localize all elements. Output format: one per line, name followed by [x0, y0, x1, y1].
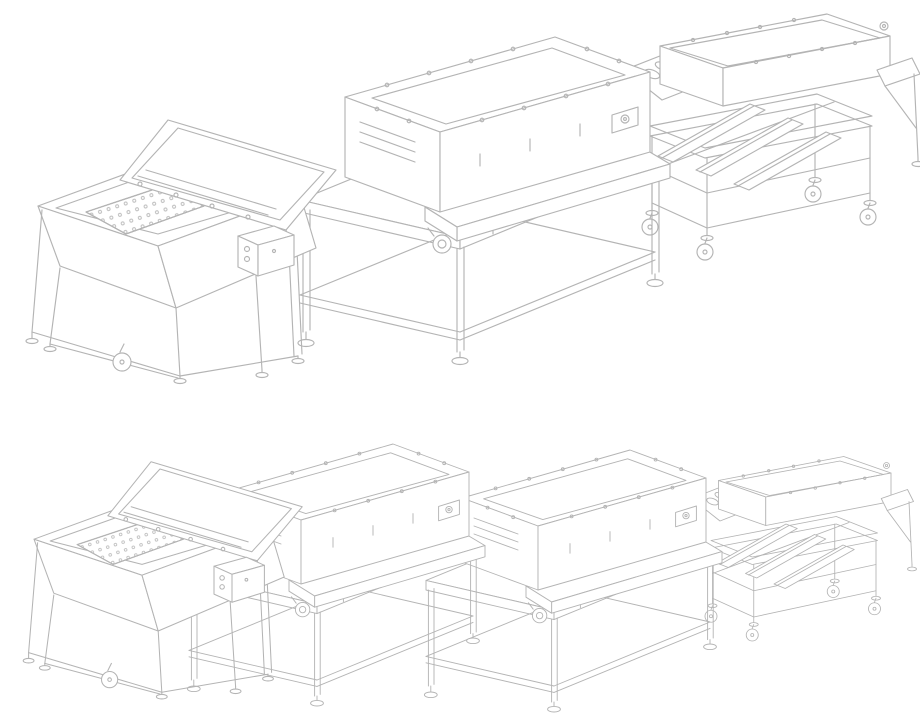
- infeed-hopper: [25, 119, 337, 385]
- infeed-hopper: [22, 461, 303, 700]
- outfeed-unit: [691, 456, 917, 642]
- machine-line-top: [25, 13, 920, 385]
- processing-machine: [297, 36, 671, 366]
- outfeed-unit: [623, 13, 920, 261]
- machine-line-bottom: [22, 443, 917, 713]
